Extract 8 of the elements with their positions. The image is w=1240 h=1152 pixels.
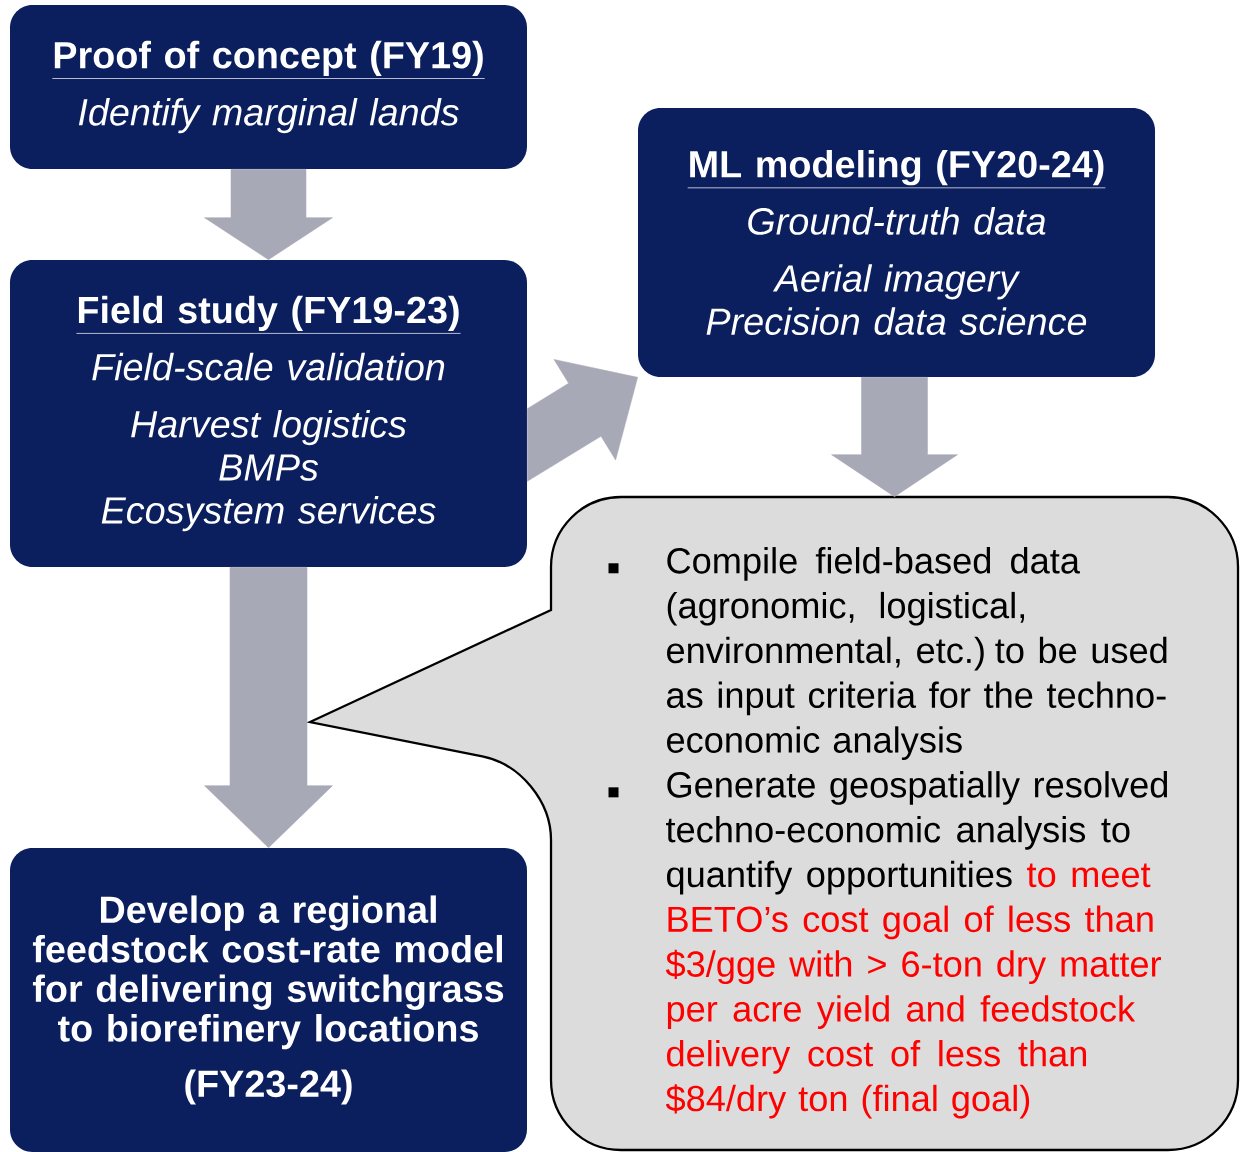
block-arrow [831,377,958,497]
stage-box: ML modeling (FY20-24) Ground-truth data Aerial imagery Precision data science [638,108,1155,377]
block-arrow [527,359,638,482]
stage-box: Proof of concept (FY19) Identify marginal lands [10,5,527,169]
block-arrow [204,567,333,848]
stage-box: Field study (FY19-23) Field-scale validation Harvest logistics BMPs Ecosystem services [10,260,527,567]
block-arrow [204,169,333,260]
stage-box: Develop a regional feedstock cost-rate model for delivering switchgrass to biorefinery locations (FY23-24) [10,848,527,1152]
